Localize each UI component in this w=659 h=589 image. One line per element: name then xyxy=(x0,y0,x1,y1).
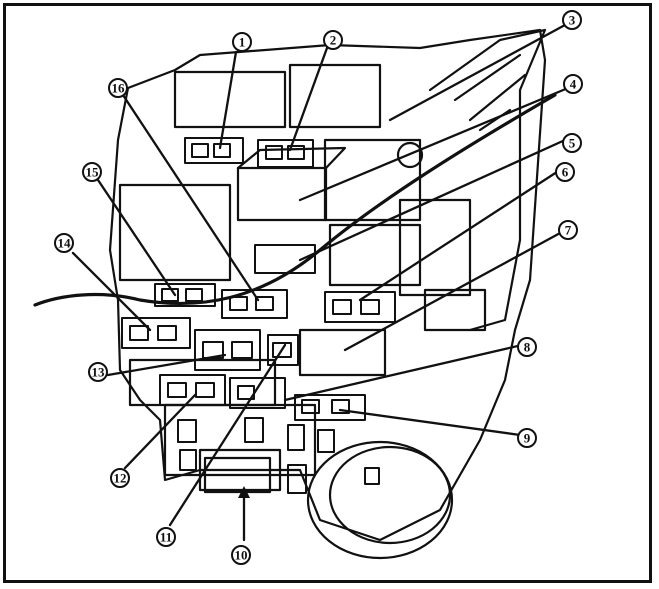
center-housing xyxy=(323,138,422,222)
callout-15: 15 xyxy=(82,162,102,182)
callout-circle xyxy=(562,133,582,153)
cable-grommet xyxy=(306,440,454,560)
callout-circle xyxy=(156,527,176,547)
callout-2: 2 xyxy=(323,30,343,50)
callout-7: 7 xyxy=(558,220,578,240)
mounting-stud xyxy=(396,141,424,169)
callout-6: 6 xyxy=(555,162,575,182)
callout-circle xyxy=(231,545,251,565)
callout-label: 15 xyxy=(86,165,100,180)
callout-12: 12 xyxy=(110,468,130,488)
callout-label: 11 xyxy=(160,530,172,545)
callout-circle xyxy=(232,32,252,52)
callout-11: 11 xyxy=(156,527,176,547)
callout-label: 4 xyxy=(570,77,577,92)
callout-16: 16 xyxy=(108,78,128,98)
callout-1: 1 xyxy=(232,32,252,52)
callout-label: 3 xyxy=(569,13,576,28)
callout-circle xyxy=(323,30,343,50)
callout-circle xyxy=(110,468,130,488)
arrow-10 xyxy=(238,486,250,498)
callout-4: 4 xyxy=(563,74,583,94)
callout-circle xyxy=(517,337,537,357)
callout-label: 1 xyxy=(239,35,246,50)
callout-label: 10 xyxy=(235,548,248,563)
callout-label: 7 xyxy=(565,223,572,238)
leader-lines xyxy=(71,23,570,542)
callout-label: 8 xyxy=(524,340,531,355)
callout-circle xyxy=(517,428,537,448)
callout-label: 14 xyxy=(58,236,72,251)
harness-wire xyxy=(33,93,557,307)
callout-13: 13 xyxy=(88,362,108,382)
callout-circle xyxy=(88,362,108,382)
callout-label: 2 xyxy=(330,33,337,48)
callout-8: 8 xyxy=(517,337,537,357)
relay-7-body xyxy=(298,328,387,377)
relay-10-connector xyxy=(203,456,272,494)
callout-label: 5 xyxy=(569,136,576,151)
callout-label: 16 xyxy=(112,81,126,96)
callout-label: 13 xyxy=(92,365,106,380)
callout-10: 10 xyxy=(231,545,251,565)
callout-circle xyxy=(558,220,578,240)
callout-circle xyxy=(562,10,582,30)
callout-label: 6 xyxy=(562,165,569,180)
callout-3: 3 xyxy=(562,10,582,30)
callout-9: 9 xyxy=(517,428,537,448)
callout-label: 9 xyxy=(524,431,531,446)
upper-housing-left xyxy=(173,70,287,129)
harness-bracket xyxy=(428,28,547,332)
callout-14: 14 xyxy=(54,233,74,253)
callout-circle xyxy=(563,74,583,94)
callout-circle xyxy=(108,78,128,98)
upper-housing-right xyxy=(288,63,382,129)
connector-sockets xyxy=(121,137,396,485)
callout-circle xyxy=(555,162,575,182)
callout-circle xyxy=(54,233,74,253)
callout-circle xyxy=(82,162,102,182)
callout-5: 5 xyxy=(562,133,582,153)
callout-label: 12 xyxy=(114,471,127,486)
